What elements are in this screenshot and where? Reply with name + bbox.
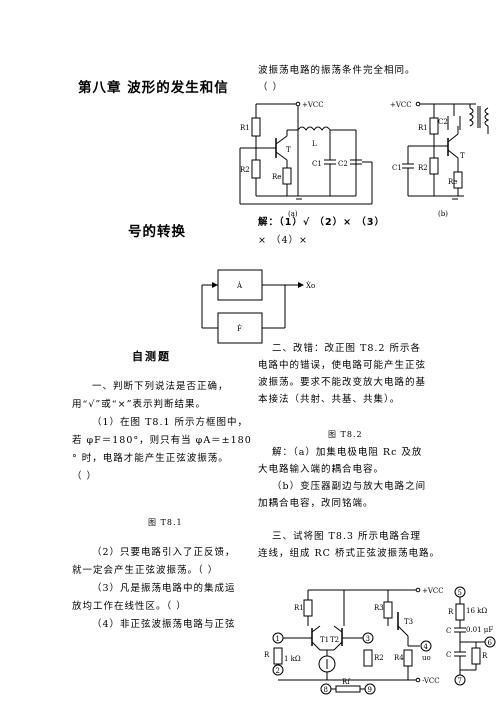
r-in-label: R <box>264 651 270 659</box>
c2-label-b: C2 <box>438 118 448 126</box>
figure-a-caption: (a) <box>288 210 298 218</box>
uo-label: uo <box>422 654 431 662</box>
re-label-b: Re <box>448 178 457 186</box>
block-f-label: Ḟ <box>237 324 242 333</box>
r2-label-3: R2 <box>374 654 384 662</box>
answer2-line2: 大电路输入端的耦合电容。 <box>258 464 385 475</box>
t3-label: T3 <box>404 618 413 626</box>
q1-2-line1: （2）只要电路引入了正反馈， <box>92 547 236 558</box>
figure-t8-2b-circuit: +VCC R1 R2 C2 T Re C1 (b) <box>390 101 490 218</box>
figure-b-caption: (b) <box>438 210 448 218</box>
t-label-b: T <box>460 152 465 160</box>
t1-label: T1 <box>320 636 329 644</box>
q1-1-line3: ° 时，电路才能产生正弦波振荡。 <box>72 453 229 464</box>
c1-label-b: C1 <box>392 164 402 172</box>
rf-label: Rf <box>342 678 351 686</box>
node-6: 6 <box>488 639 493 647</box>
q1-4-line1: （4）非正弦波振荡电路与正弦 <box>92 619 236 630</box>
answer1-line2: × （4）× <box>258 235 308 246</box>
q1-2-line2: 就一定会产生正弦波振荡。（ ） <box>72 565 219 576</box>
vcc-label-b: +VCC <box>390 101 412 109</box>
t2-label: T2 <box>330 636 339 644</box>
node-5: 5 <box>458 589 462 597</box>
q2-line2: 电路中的错误，使电路可能产生正弦 <box>258 360 427 371</box>
answer2-line4: 加耦合电容，改同铭端。 <box>258 498 374 509</box>
c2-label-3: C <box>446 651 451 659</box>
node-9: 9 <box>368 686 372 694</box>
vcc-label: +VCC <box>302 101 324 109</box>
node-8: 8 <box>324 686 328 694</box>
t-label: T <box>286 146 291 154</box>
r2-label-b: R2 <box>418 164 428 172</box>
q1-4-cont-line1: 波振荡电路的振荡条件完全相同。 <box>258 65 416 76</box>
answer2-line3: （b）变压器副边与放大电路之间 <box>272 481 427 492</box>
answer2-line1: 解：（a）加集电极电阻 Rc 及放 <box>272 447 423 458</box>
figure-t8-1-caption: 图 T8.1 <box>148 518 183 527</box>
q3-line1: 三、试将图 T8.3 所示电路合理 <box>272 531 421 542</box>
vcc-label-3: +VCC <box>422 587 444 595</box>
figure-t8-2a-circuit: +VCC R1 R2 T Re L C1 C2 (a) <box>239 101 373 218</box>
q1-4-cont-line2: （ ） <box>258 82 284 93</box>
r1-label-3: R1 <box>294 604 304 612</box>
r4-label-3: R4 <box>394 654 404 662</box>
c2-label: C2 <box>338 160 348 168</box>
q2-line4: 本接法（共射、共基、共集）。 <box>258 394 401 405</box>
c1-label: C1 <box>312 160 322 168</box>
q3-line2: 连线，组成 RC 桥式正弦波振荡电路。 <box>258 548 440 559</box>
c-label-3: C <box>446 627 451 635</box>
q1-3-line1: （3）凡是振荡电路中的集成运 <box>92 583 236 594</box>
q1-3-line2: 放均工作在线性区。（ ） <box>72 601 187 612</box>
vee-label-3: -VCC <box>422 677 440 685</box>
r2b-label-3: R <box>482 652 488 660</box>
r-label-3: R <box>448 608 454 616</box>
node-4: 4 <box>424 643 429 651</box>
r1-label-b: R1 <box>418 124 428 132</box>
r-in-value: 1 kΩ <box>284 655 301 663</box>
r-value: 16 kΩ <box>466 607 487 615</box>
q1-1-line1: （1）在图 T8.1 所示方框图中， <box>92 417 249 428</box>
q1-intro-line1: 一、判断下列说法是否正确， <box>92 381 229 392</box>
q1-intro-line2: 用“√”或“×”表示判断结果。 <box>72 399 206 410</box>
block-a-label: Ȧ <box>236 281 243 290</box>
q1-1-line4: （ ） <box>72 471 98 482</box>
section-title: 自测题 <box>132 350 171 363</box>
figure-t8-2-caption: 图 T8.2 <box>328 430 363 439</box>
re-label: Re <box>272 173 281 181</box>
node-7: 7 <box>458 677 462 685</box>
r1-label: R1 <box>240 124 250 132</box>
c-value: 0.01 μF <box>466 626 493 634</box>
chapter-title-line2: 号的转换 <box>128 224 186 240</box>
figure-t8-1-block-diagram: Ȧ Ḟ Ẋo <box>201 269 315 344</box>
chapter-title-line1: 第八章 波形的发生和信 <box>78 80 229 96</box>
q2-line1: 二、改错：改正图 T8.2 所示各 <box>272 343 421 354</box>
answer1-line1: 解：（1）√ （2）× （3） <box>258 214 385 232</box>
q2-line3: 波振荡。要求不能改变放大电路的基 <box>258 377 427 388</box>
block-out-label: Ẋo <box>306 281 315 290</box>
node-1: 1 <box>276 635 280 643</box>
node-3: 3 <box>366 635 370 643</box>
r3-label-3: R3 <box>374 604 384 612</box>
answer1-line1-text: 解：（1）√ （2）× （3） <box>258 217 385 228</box>
q1-1-line2: 若 φF＝180°，则只有当 φA＝±180 <box>72 435 252 446</box>
figure-t8-3-circuit: +VCC R1 T1 T2 -VCC 1 R 1 kΩ 2 3 R2 R3 T3… <box>264 586 496 695</box>
l-label: L <box>312 140 317 148</box>
node-2: 2 <box>276 667 280 675</box>
r2-label: R2 <box>240 166 250 174</box>
